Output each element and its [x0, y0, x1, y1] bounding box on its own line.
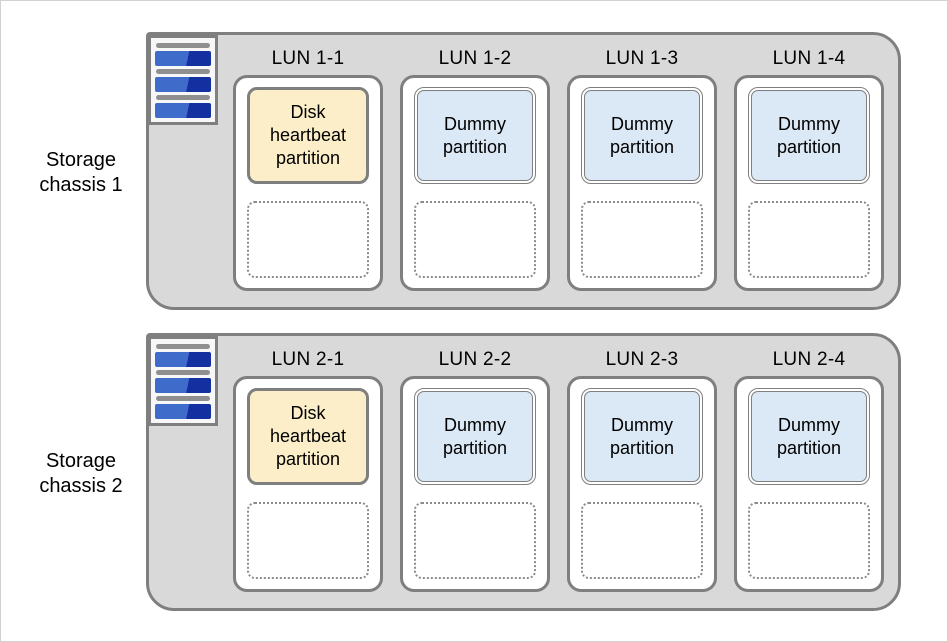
dummy-partition-label: Dummy partition	[417, 90, 533, 181]
empty-partition-slot	[748, 201, 870, 278]
dummy-partition-label: Dummy partition	[584, 90, 700, 181]
chassis-label: Storage chassis 2	[39, 450, 123, 497]
lun-box: Disk heartbeat partition	[233, 376, 383, 592]
lun-box: Dummy partition	[400, 376, 550, 592]
disk-drive-bar	[155, 351, 211, 367]
lun-column: LUN 1-2 Dummy partition	[400, 43, 550, 291]
dummy-partition: Dummy partition	[581, 87, 703, 184]
disk-tray-divider	[156, 94, 210, 100]
lun-column: LUN 2-2 Dummy partition	[400, 344, 550, 592]
lun-label: LUN 1-1	[271, 48, 345, 69]
lun-label: LUN 2-4	[772, 349, 846, 370]
lun-box: Dummy partition	[734, 75, 884, 291]
empty-partition-slot	[581, 502, 703, 579]
disk-tray-divider	[156, 395, 210, 401]
empty-partition-slot	[414, 201, 536, 278]
empty-partition-slot	[748, 502, 870, 579]
disk-heartbeat-partition: Disk heartbeat partition	[247, 87, 369, 184]
lun-label: LUN 1-4	[772, 48, 846, 69]
dummy-partition-label: Dummy partition	[751, 391, 867, 482]
disk-drive-bar	[155, 403, 211, 419]
empty-partition-slot	[581, 201, 703, 278]
lun-column: LUN 1-3 Dummy partition	[567, 43, 717, 291]
disk-drive-bar	[155, 50, 211, 66]
empty-partition-slot	[247, 201, 369, 278]
storage-chassis: LUN 1-1 Disk heartbeat partition LUN 1-2…	[146, 32, 901, 310]
disk-tray-divider	[156, 42, 210, 48]
lun-box: Dummy partition	[567, 75, 717, 291]
chassis-label: Storage chassis 1	[39, 149, 123, 196]
lun-column: LUN 2-3 Dummy partition	[567, 344, 717, 592]
empty-partition-slot	[247, 502, 369, 579]
disk-heartbeat-partition: Disk heartbeat partition	[247, 388, 369, 485]
dummy-partition-label: Dummy partition	[751, 90, 867, 181]
disk-array-icon	[148, 336, 218, 426]
storage-chassis-group: Storage chassis 1 LUN 1-1 Disk heartbeat…	[1, 32, 947, 310]
lun-box: Dummy partition	[400, 75, 550, 291]
disk-array-icon	[148, 35, 218, 125]
lun-column: LUN 2-4 Dummy partition	[734, 344, 884, 592]
lun-column: LUN 2-1 Disk heartbeat partition	[233, 344, 383, 592]
disk-drive-bar	[155, 76, 211, 92]
disk-drive-bar	[155, 377, 211, 393]
lun-box: Dummy partition	[567, 376, 717, 592]
lun-box: Dummy partition	[734, 376, 884, 592]
lun-row: LUN 2-1 Disk heartbeat partition LUN 2-2…	[233, 344, 884, 592]
storage-chassis-group: Storage chassis 2 LUN 2-1 Disk heartbeat…	[1, 333, 947, 611]
empty-partition-slot	[414, 502, 536, 579]
disk-tray-divider	[156, 68, 210, 74]
dummy-partition: Dummy partition	[414, 388, 536, 485]
lun-label: LUN 2-2	[438, 349, 512, 370]
storage-chassis: LUN 2-1 Disk heartbeat partition LUN 2-2…	[146, 333, 901, 611]
lun-label: LUN 2-1	[271, 349, 345, 370]
dummy-partition: Dummy partition	[748, 87, 870, 184]
lun-label: LUN 2-3	[605, 349, 679, 370]
dummy-partition-label: Dummy partition	[584, 391, 700, 482]
dummy-partition: Dummy partition	[748, 388, 870, 485]
dummy-partition: Dummy partition	[581, 388, 703, 485]
lun-label: LUN 1-2	[438, 48, 512, 69]
disk-drive-bar	[155, 102, 211, 118]
dummy-partition: Dummy partition	[414, 87, 536, 184]
lun-column: LUN 1-1 Disk heartbeat partition	[233, 43, 383, 291]
lun-column: LUN 1-4 Dummy partition	[734, 43, 884, 291]
dummy-partition-label: Dummy partition	[417, 391, 533, 482]
disk-tray-divider	[156, 343, 210, 349]
lun-row: LUN 1-1 Disk heartbeat partition LUN 1-2…	[233, 43, 884, 291]
disk-tray-divider	[156, 369, 210, 375]
lun-box: Disk heartbeat partition	[233, 75, 383, 291]
lun-label: LUN 1-3	[605, 48, 679, 69]
